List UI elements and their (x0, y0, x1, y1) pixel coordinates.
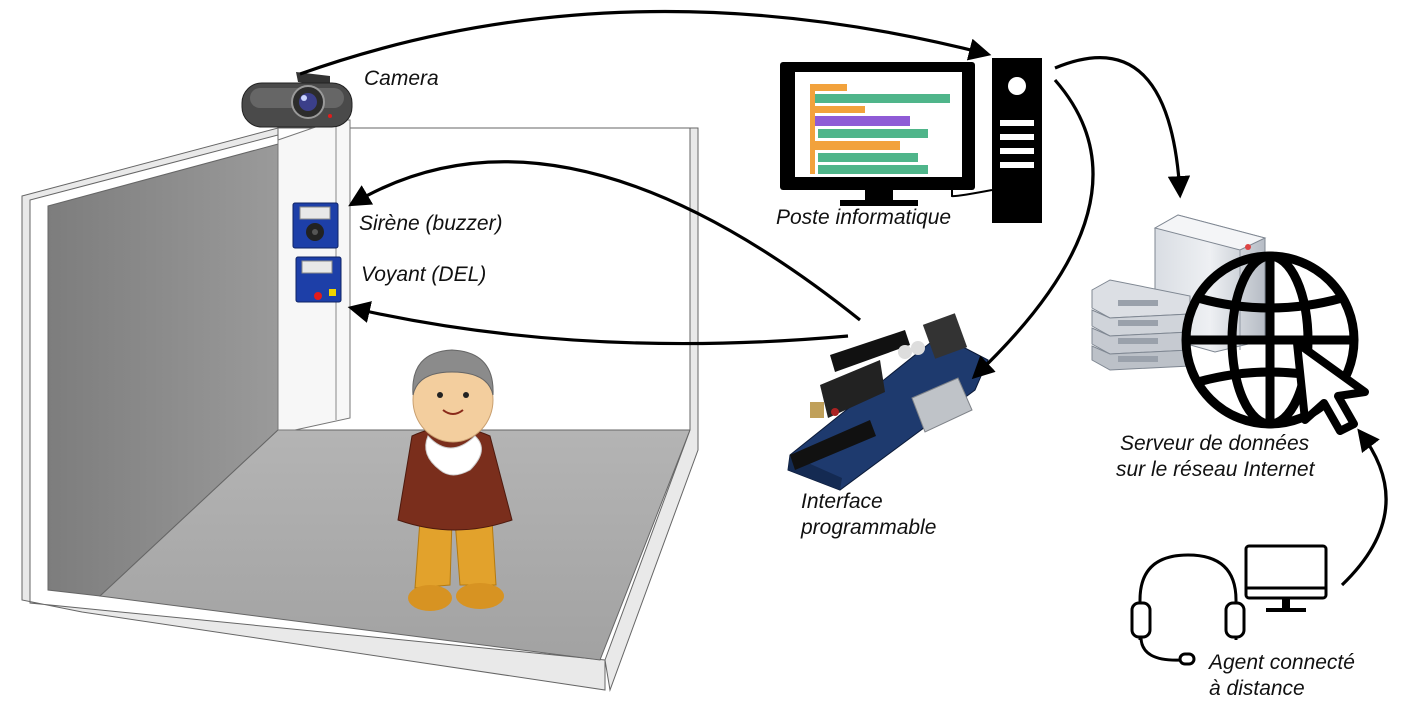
headset-icon (1130, 553, 1246, 666)
arrow-computer-to-interface (971, 78, 1095, 380)
webcam-icon (241, 72, 353, 128)
desktop-computer-icon (780, 58, 1042, 223)
led-module (295, 256, 342, 303)
figurine-icon (397, 349, 513, 611)
arrow-camera-to-computer (299, 9, 992, 76)
agent-label-line2: à distance (1209, 677, 1305, 700)
floor (98, 429, 691, 661)
camera-label: Camera (364, 67, 439, 90)
computer-label: Poste informatique (776, 206, 952, 229)
arrow-interface-to-led (347, 301, 849, 346)
arrow-agent-to-server (1340, 428, 1388, 587)
buzzer-module (292, 202, 339, 249)
server-label-line1: Serveur de données (1120, 432, 1310, 455)
led-label: Voyant (DEL) (361, 263, 487, 286)
server-label-line2: sur le réseau Internet (1116, 458, 1315, 481)
interface-label-line1: Interface (801, 490, 883, 513)
server-label: Serveur de données sur le réseau Interne… (1116, 431, 1314, 483)
cursor-arrow-icon (1293, 339, 1369, 435)
buzzer-label: Sirène (buzzer) (359, 212, 503, 235)
monitor-icon (1244, 544, 1328, 612)
interface-label-line2: programmable (801, 516, 937, 539)
arrow-computer-to-server (1054, 56, 1191, 199)
microcontroller-board-icon (787, 313, 989, 491)
interface-label: Interface programmable (801, 489, 936, 541)
agent-label: Agent connecté à distance (1209, 650, 1355, 702)
agent-label-line1: Agent connecté (1209, 651, 1355, 674)
room (21, 119, 699, 692)
arrow-interface-to-buzzer (348, 160, 861, 322)
